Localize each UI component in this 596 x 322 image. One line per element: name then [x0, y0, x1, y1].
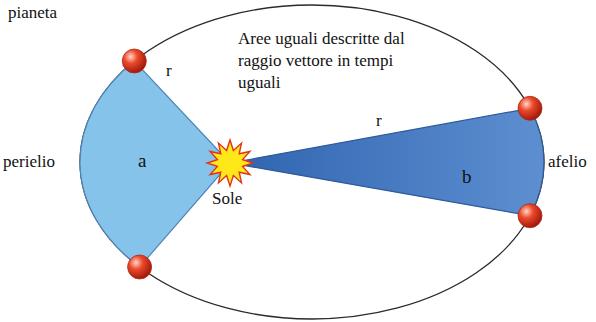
- planet: [518, 96, 542, 120]
- planet: [122, 49, 146, 73]
- planet-label-box: pianeta: [8, 2, 57, 24]
- sun-label-box: Sole: [212, 188, 242, 210]
- sun-label: Sole: [212, 188, 242, 210]
- radius-label-box: r: [376, 110, 382, 132]
- law-note-box: Aree uguali descritte dal raggio vettore…: [238, 28, 410, 94]
- sun-star: [207, 140, 253, 186]
- planet: [518, 204, 542, 228]
- aphelion-label-box: afelio: [548, 151, 587, 173]
- sector-outline: [230, 108, 544, 215]
- perihelion-label: perielio: [3, 151, 55, 173]
- orbit-ellipse: [80, 5, 544, 319]
- area-letter: a: [138, 150, 146, 172]
- planet: [128, 255, 152, 279]
- radius-label: r: [166, 60, 172, 82]
- sector-outline: [80, 61, 230, 267]
- aphelion-label: afelio: [548, 151, 587, 173]
- radius-label: r: [376, 110, 382, 132]
- perihelion-label-box: perielio: [3, 151, 55, 173]
- area-letter: b: [462, 166, 472, 188]
- radius-label-box: r: [166, 60, 172, 82]
- planet-label: pianeta: [8, 2, 57, 24]
- area-sector: b: [228, 106, 546, 218]
- law-note: Aree uguali descritte dal raggio vettore…: [238, 28, 410, 94]
- sector-shape: [228, 106, 546, 218]
